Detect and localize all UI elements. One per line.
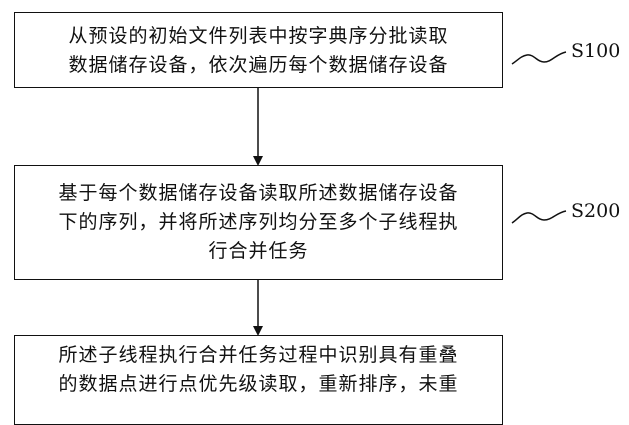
step-box-3: 所述子线程执行合并任务过程中识别具有重叠 的数据点进行点优先级读取，重新排序，未… bbox=[14, 335, 503, 425]
flowchart-connectors bbox=[253, 51, 567, 336]
step-3-line-1: 所述子线程执行合并任务过程中识别具有重叠 bbox=[58, 344, 459, 366]
step-s100-line-2: 数据储存设备，依次遍历每个数据储存设备 bbox=[68, 54, 449, 76]
leader-line-s100 bbox=[511, 51, 567, 65]
step-s100-line-1: 从预设的初始文件列表中按字典序分批读取 bbox=[68, 25, 449, 47]
step-label-s200: S200 bbox=[571, 200, 621, 222]
leader-line-s200 bbox=[511, 210, 567, 224]
step-s200-line-1: 基于每个数据储存设备读取所述数据储存设备 bbox=[58, 182, 459, 204]
step-box-s100: 从预设的初始文件列表中按字典序分批读取 数据储存设备，依次遍历每个数据储存设备 bbox=[14, 12, 503, 88]
step-label-s100: S100 bbox=[571, 40, 621, 62]
step-s200-line-3: 行合并任务 bbox=[208, 240, 309, 262]
step-3-line-2: 的数据点进行点优先级读取，重新排序，未重 bbox=[58, 373, 459, 395]
step-s200-line-2: 下的序列，并将所述序列均分至多个子线程执 bbox=[58, 211, 459, 233]
step-box-s200: 基于每个数据储存设备读取所述数据储存设备 下的序列，并将所述序列均分至多个子线程… bbox=[14, 165, 503, 280]
